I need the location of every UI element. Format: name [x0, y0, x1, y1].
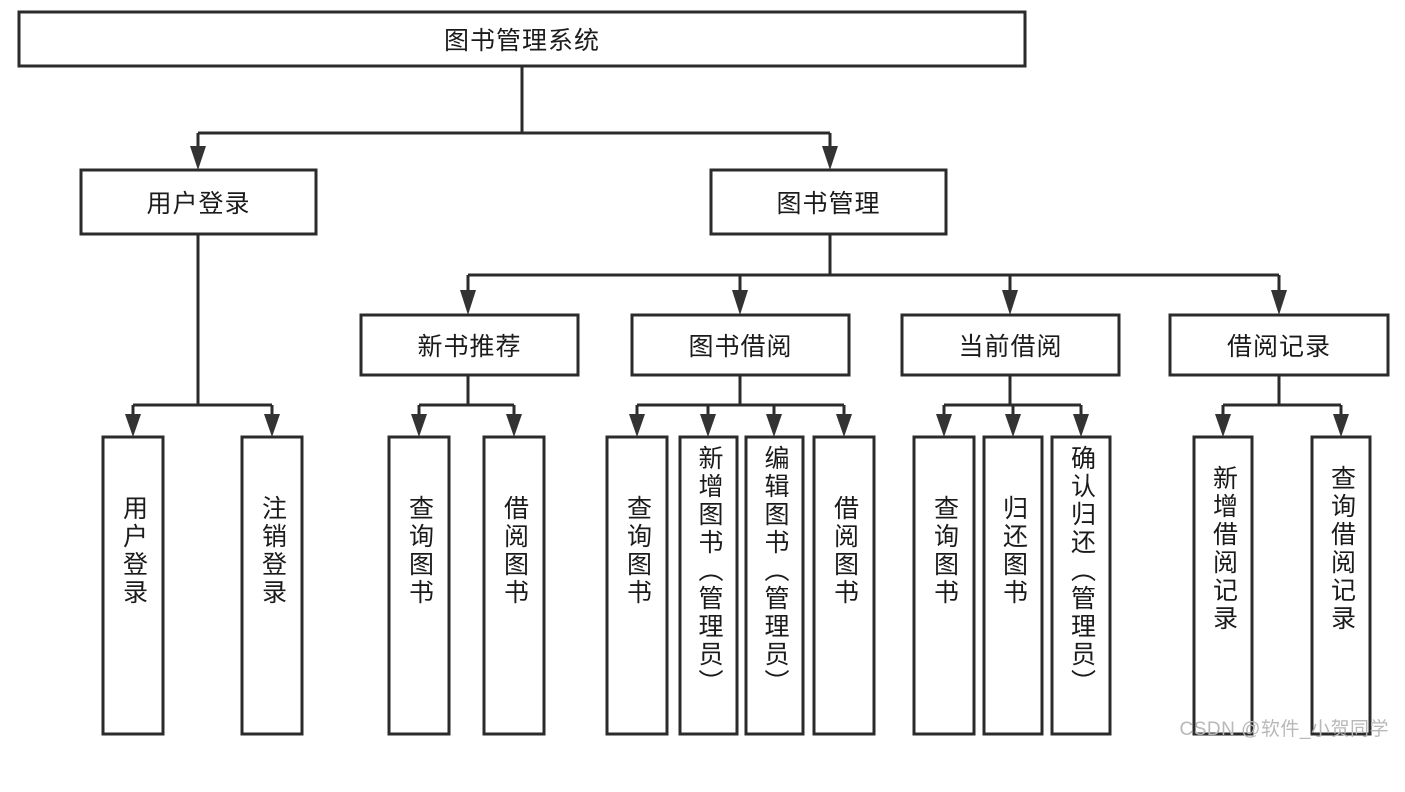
arrow-head-current-borrow	[1002, 290, 1018, 315]
connector-group-borrow-record	[1215, 375, 1349, 437]
node-box-new-book-recommend[interactable]	[359, 313, 580, 377]
arrow-head-leaf-confirm-return	[1073, 414, 1089, 437]
node-box-leaf-add-book[interactable]	[678, 435, 739, 736]
connector-group-user-login	[125, 234, 280, 437]
node-box-leaf-borrow-book-2[interactable]	[812, 435, 876, 736]
connector-group-book-management	[460, 234, 1287, 315]
connector-group-current-borrow	[936, 375, 1089, 437]
node-box-root[interactable]	[17, 10, 1027, 68]
node-box-leaf-query-book-2[interactable]	[605, 435, 669, 736]
arrow-head-leaf-add-book	[700, 414, 716, 437]
node-box-leaf-user-login[interactable]	[101, 435, 165, 736]
csdn-watermark: CSDN @软件_小贺同学	[1179, 719, 1389, 740]
node-box-leaf-confirm-return[interactable]	[1050, 435, 1112, 736]
connector-group-new-book-recommend	[411, 375, 522, 437]
node-box-book-management[interactable]	[709, 168, 948, 236]
arrow-head-leaf-add-record	[1215, 414, 1231, 437]
node-box-leaf-query-record[interactable]	[1310, 435, 1372, 736]
node-box-leaf-add-record[interactable]	[1192, 435, 1254, 736]
node-box-current-borrow[interactable]	[900, 313, 1121, 377]
arrow-head-leaf-borrow-book-2	[836, 414, 852, 437]
arrow-head-book-borrow	[732, 290, 748, 315]
arrow-head-leaf-return-book	[1005, 414, 1021, 437]
arrow-head-leaf-query-book-1	[411, 414, 427, 437]
arrow-head-leaf-edit-book	[766, 414, 782, 437]
arrow-head-leaf-query-book-2	[629, 414, 645, 437]
arrow-head-leaf-query-record	[1333, 414, 1349, 437]
connector-group-book-borrow	[629, 375, 852, 437]
arrow-head-user-login	[190, 146, 206, 170]
node-box-leaf-borrow-book-1[interactable]	[482, 435, 546, 736]
connector-group-root	[190, 66, 838, 170]
arrow-head-book-management	[822, 146, 838, 170]
arrow-head-leaf-query-book-3	[936, 414, 952, 437]
flowchart-svg	[17, 10, 1390, 736]
node-box-leaf-query-book-1[interactable]	[387, 435, 451, 736]
arrow-head-leaf-borrow-book-1	[506, 414, 522, 437]
arrow-head-leaf-logout-login	[264, 414, 280, 437]
node-box-user-login[interactable]	[79, 168, 318, 236]
node-box-book-borrow[interactable]	[630, 313, 851, 377]
node-box-leaf-edit-book[interactable]	[744, 435, 805, 736]
node-box-leaf-logout-login[interactable]	[240, 435, 304, 736]
node-box-borrow-record[interactable]	[1168, 313, 1390, 377]
node-box-leaf-return-book[interactable]	[982, 435, 1044, 736]
arrow-head-borrow-record	[1271, 290, 1287, 315]
node-box-leaf-query-book-3[interactable]	[912, 435, 976, 736]
arrow-head-new-book-recommend	[460, 290, 476, 315]
flowchart-diagram: 图书管理系统 用户登录 图书管理 新书推荐 图书借阅 当前借阅 借阅记录 用户登…	[17, 10, 1390, 740]
arrow-head-leaf-user-login	[125, 414, 141, 437]
